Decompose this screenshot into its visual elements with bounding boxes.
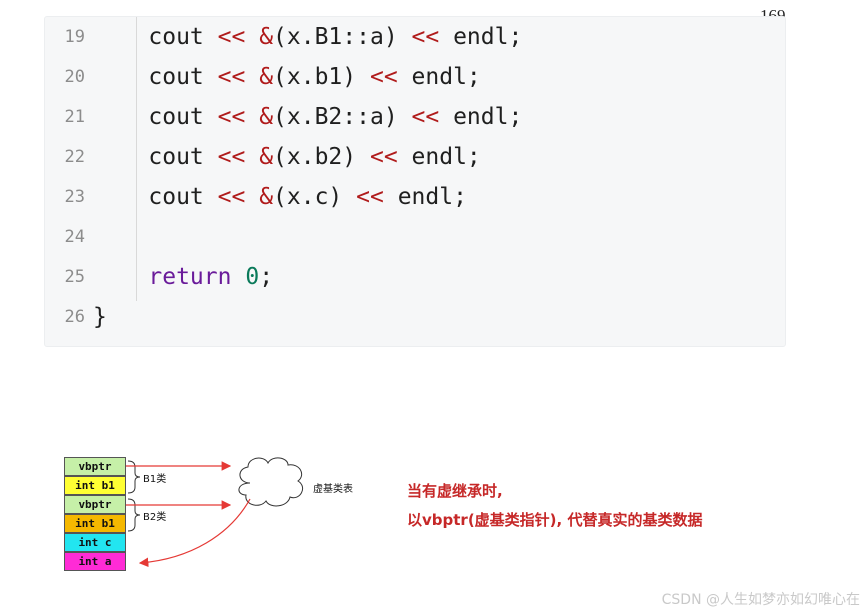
code-line: 22 cout << &(x.b2) << endl;: [45, 137, 785, 177]
code-token: endl;: [397, 144, 481, 170]
code-token: endl;: [397, 64, 481, 90]
code-line: 23 cout << &(x.c) << endl;: [45, 177, 785, 217]
code-token: endl;: [383, 184, 467, 210]
line-number: 22: [64, 147, 85, 167]
code-token: [93, 264, 148, 290]
code-text: cout << &(x.b1) << endl;: [93, 64, 481, 90]
code-line: 26}: [45, 297, 785, 337]
line-number: 19: [64, 27, 85, 47]
code-token: [245, 184, 259, 210]
code-token: &: [259, 104, 274, 130]
code-token: (x.B1::a): [273, 24, 412, 50]
memory-box: vbptr: [64, 457, 126, 476]
line-number: 24: [64, 227, 85, 247]
code-token: <<: [411, 24, 440, 50]
line-number: 26: [64, 307, 85, 327]
code-line: 24: [45, 217, 785, 257]
memory-box: int c: [64, 533, 126, 552]
code-token: [245, 24, 259, 50]
b1-class-label: B1类: [143, 474, 167, 485]
code-line: 19 cout << &(x.B1::a) << endl;: [45, 17, 785, 57]
code-token: (x.c): [273, 184, 357, 210]
code-token: endl;: [439, 104, 523, 130]
code-token: <<: [217, 144, 246, 170]
code-text: cout << &(x.b2) << endl;: [93, 144, 481, 170]
memory-box: int b1: [64, 514, 126, 533]
line-number: 25: [64, 267, 85, 287]
code-block: 19 cout << &(x.B1::a) << endl;20 cout <<…: [44, 16, 786, 347]
line-number: 23: [64, 187, 85, 207]
code-token: cout: [93, 64, 218, 90]
arrow-table-to-int-a: [138, 498, 251, 568]
code-token: <<: [411, 104, 440, 130]
code-token: cout: [93, 104, 218, 130]
memory-box: vbptr: [64, 495, 126, 514]
code-token: &: [259, 144, 274, 170]
code-text: return 0;: [93, 264, 273, 290]
code-token: (x.b1): [273, 64, 370, 90]
code-token: cout: [93, 184, 218, 210]
code-token: [231, 264, 245, 290]
code-token: <<: [356, 184, 384, 210]
explanation-line-2: 以vbptr(虚基类指针), 代替真实的基类数据: [407, 511, 703, 529]
code-token: <<: [369, 64, 398, 90]
code-token: }: [93, 304, 107, 330]
explanation-line-1: 当有虚继承时,: [407, 482, 503, 500]
code-token: <<: [217, 184, 246, 210]
code-token: &: [259, 24, 274, 50]
code-line: 25 return 0;: [45, 257, 785, 297]
line-number: 20: [64, 67, 85, 87]
diagram-arrows: [126, 457, 303, 568]
code-token: return: [148, 264, 232, 290]
code-token: [245, 144, 259, 170]
code-text: cout << &(x.B1::a) << endl;: [93, 24, 522, 50]
code-token: <<: [369, 144, 398, 170]
code-token: [245, 104, 259, 130]
gutter-divider: [136, 17, 137, 301]
code-text: }: [93, 304, 107, 330]
code-token: 0: [245, 264, 260, 290]
code-line: 21 cout << &(x.B2::a) << endl;: [45, 97, 785, 137]
b2-brace: [127, 498, 141, 532]
code-text: cout << &(x.B2::a) << endl;: [93, 104, 522, 130]
virtual-base-table-label: 虚基类表: [313, 484, 353, 495]
code-token: [245, 64, 259, 90]
cloud-shape: [238, 457, 303, 507]
code-token: endl;: [439, 24, 523, 50]
code-token: cout: [93, 24, 218, 50]
code-text: cout << &(x.c) << endl;: [93, 184, 467, 210]
code-token: <<: [217, 64, 246, 90]
code-token: <<: [217, 24, 246, 50]
code-token: cout: [93, 144, 218, 170]
code-token: <<: [217, 104, 246, 130]
code-token: &: [259, 184, 274, 210]
watermark: CSDN @人生如梦亦如幻唯心在: [661, 592, 860, 608]
code-token: (x.B2::a): [273, 104, 412, 130]
memory-box: int b1: [64, 476, 126, 495]
line-number: 21: [64, 107, 85, 127]
code-line: 20 cout << &(x.b1) << endl;: [45, 57, 785, 97]
code-token: ;: [259, 264, 274, 290]
memory-box: int a: [64, 552, 126, 571]
b1-brace: [127, 460, 141, 494]
code-token: (x.b2): [273, 144, 370, 170]
code-token: &: [259, 64, 274, 90]
b2-class-label: B2类: [143, 512, 167, 523]
